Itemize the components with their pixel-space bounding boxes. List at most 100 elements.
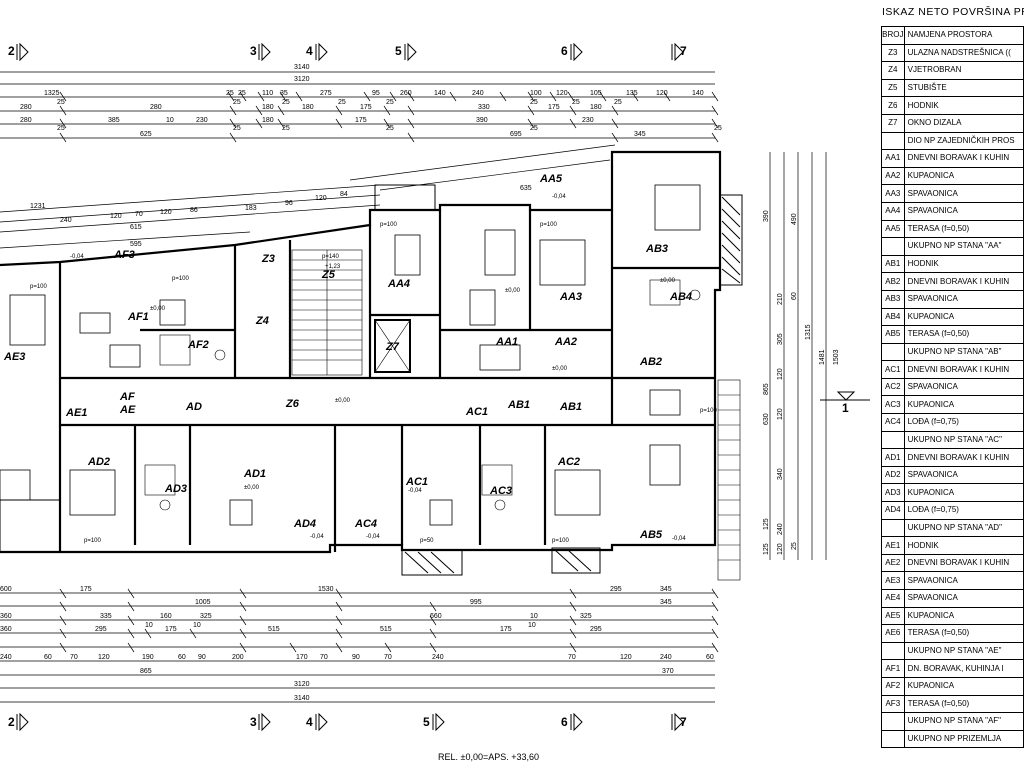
svg-text:70: 70 — [320, 654, 328, 661]
top-dimension-lines — [0, 71, 719, 143]
room-label-AC3: AC3 — [489, 485, 512, 497]
svg-text:25: 25 — [233, 99, 241, 106]
axis-label-4-top: 4 — [306, 44, 313, 58]
row-name: KUPAONICA — [903, 483, 1024, 503]
room-label-Z7: Z7 — [385, 341, 400, 353]
left-dimension-text: 1231 240 120 70 120 86 615 595 183 96 12… — [30, 185, 532, 248]
svg-text:60: 60 — [178, 654, 186, 661]
row-code: AE6 — [881, 624, 905, 643]
svg-text:p=140: p=140 — [322, 254, 340, 260]
row-code: AE2 — [881, 553, 905, 573]
svg-text:35: 35 — [280, 90, 288, 97]
svg-text:86: 86 — [190, 207, 198, 214]
stairs — [291, 249, 741, 581]
room-label-Z5: Z5 — [321, 269, 336, 281]
row-name: SPAVAONICA — [903, 571, 1024, 590]
svg-text:-0,04: -0,04 — [310, 534, 324, 540]
svg-text:60: 60 — [706, 654, 714, 661]
row-code: AE1 — [881, 536, 905, 555]
svg-text:695: 695 — [510, 131, 522, 138]
room-label-AE1: AE1 — [65, 407, 87, 419]
elevation-note: REL. ±0,00=APS. +33,60 — [438, 752, 539, 762]
svg-text:240: 240 — [0, 654, 12, 661]
svg-text:390: 390 — [476, 117, 488, 124]
table-row: UKUPNO NP STANA "AA" — [881, 237, 1024, 256]
right-dimension-text: 390 490 210 60 305 120 1315 1481 1503 86… — [763, 210, 840, 555]
header-code: BROJ — [881, 26, 905, 45]
row-code: AB3 — [881, 289, 905, 309]
row-name: SPAVAONICA — [903, 184, 1024, 203]
svg-text:±0,00: ±0,00 — [552, 366, 568, 372]
room-label-AD4: AD4 — [293, 518, 316, 530]
svg-text:25: 25 — [791, 542, 798, 550]
row-code: AE5 — [881, 606, 905, 626]
svg-text:1315: 1315 — [805, 324, 812, 340]
svg-text:175: 175 — [80, 586, 92, 593]
svg-text:25: 25 — [530, 125, 538, 132]
row-name: ULAZNA NADSTREŠNICA (( — [903, 43, 1024, 63]
row-code: Z7 — [881, 113, 905, 133]
svg-text:240: 240 — [472, 90, 484, 97]
svg-text:25: 25 — [614, 99, 622, 106]
svg-text:70: 70 — [135, 211, 143, 218]
room-label-AA2: AA2 — [554, 336, 577, 348]
svg-text:125: 125 — [763, 518, 770, 530]
top-dimension-text: 3140 3120 1325 25 25 110 35 275 95 260 1… — [20, 64, 722, 138]
row-name: UKUPNO NP STANA "AC" — [903, 430, 1024, 450]
svg-text:25: 25 — [530, 99, 538, 106]
svg-text:260: 260 — [400, 90, 412, 97]
svg-text:25: 25 — [386, 125, 394, 132]
room-label-AB1: AB1 — [559, 401, 582, 413]
svg-text:120: 120 — [620, 654, 632, 661]
axis-label-5-top: 5 — [395, 44, 402, 58]
room-label-Z6: Z6 — [285, 398, 300, 410]
room-labels: AA5 AA4 AA3 AA2 AA1 AB3 AB4 AB2 AB1 AB5 … — [3, 173, 692, 541]
svg-text:240: 240 — [660, 654, 672, 661]
svg-text:330: 330 — [478, 104, 490, 111]
svg-text:p=100: p=100 — [172, 276, 190, 282]
row-name: KUPAONICA — [903, 676, 1024, 696]
axis-label-4-bottom: 4 — [306, 715, 313, 729]
svg-text:10: 10 — [145, 622, 153, 629]
svg-text:-0,04: -0,04 — [672, 536, 686, 542]
room-label-AB4: AB4 — [669, 291, 692, 303]
row-code: AA1 — [881, 149, 905, 168]
row-code — [881, 729, 905, 749]
svg-text:385: 385 — [108, 117, 120, 124]
table-row: UKUPNO NP STANA "AD" — [881, 518, 1024, 538]
axis-label-2-top: 2 — [8, 44, 15, 58]
row-name: UKUPNO NP STANA "AF" — [903, 712, 1024, 731]
row-code: AB5 — [881, 325, 905, 344]
svg-text:175: 175 — [500, 626, 512, 633]
svg-text:515: 515 — [268, 626, 280, 633]
svg-text:625: 625 — [140, 131, 152, 138]
svg-text:60: 60 — [44, 654, 52, 661]
room-label-AD: AD — [185, 401, 202, 413]
row-code: AC2 — [881, 377, 905, 397]
svg-text:600: 600 — [0, 586, 12, 593]
table-row: UKUPNO NP STANA "AC" — [881, 430, 1024, 450]
room-label-AF2: AF2 — [187, 339, 209, 351]
header-name: NAMJENA PROSTORA — [903, 26, 1024, 45]
svg-text:p=100: p=100 — [30, 284, 48, 290]
svg-text:1530: 1530 — [318, 586, 334, 593]
row-name: DIO NP ZAJEDNIČKIH PROS — [903, 131, 1024, 151]
right-dimension-lines — [769, 152, 827, 560]
svg-text:±0,00: ±0,00 — [505, 288, 521, 294]
svg-text:120: 120 — [777, 543, 784, 555]
svg-text:p=100: p=100 — [84, 538, 102, 544]
svg-text:490: 490 — [791, 213, 798, 225]
svg-text:10: 10 — [166, 117, 174, 124]
row-name: SPAVAONICA — [903, 289, 1024, 309]
svg-text:25: 25 — [238, 90, 246, 97]
area-table-panel: ISKAZ NETO POVRŠINA PRIZ BROJ NAMJENA PR… — [878, 0, 1024, 768]
